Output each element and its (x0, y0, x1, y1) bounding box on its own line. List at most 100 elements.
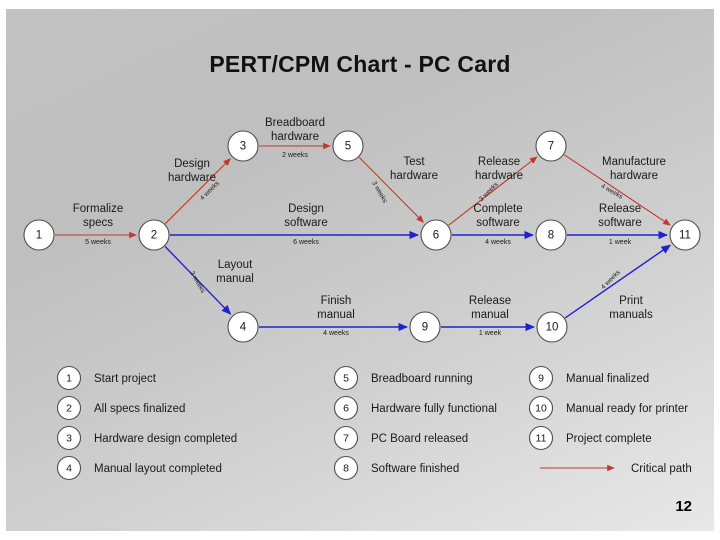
legend-node-text-2: All specs finalized (94, 403, 185, 415)
legend-node-number-3: 3 (66, 433, 72, 445)
node-circle-11 (669, 219, 701, 251)
node-label-6: 6 (433, 230, 439, 242)
edges-layer (55, 142, 672, 332)
node-6[interactable]: 6 (420, 219, 452, 251)
legend-node-number-6: 6 (343, 403, 349, 415)
legend-node-circle-6 (333, 395, 359, 421)
node-8[interactable]: 8 (535, 219, 567, 251)
edge-duration-9-10: 1 week (479, 330, 502, 337)
node-1[interactable]: 1 (23, 219, 55, 251)
legend-node-circle-9 (528, 365, 554, 391)
legend-node-number-1: 1 (66, 373, 72, 385)
legend-node-text-5: Breadboard running (371, 373, 473, 385)
edge-6-to-7 (448, 156, 538, 226)
edge-duration-6-7: 3 weeks (478, 181, 500, 203)
legend-node-text-9: Manual finalized (566, 373, 649, 385)
edge-duration-2-4: 3 weeks (188, 270, 206, 295)
legend-node-circle-10 (528, 395, 554, 421)
node-label-2: 2 (151, 230, 157, 242)
node-9[interactable]: 9 (409, 311, 441, 343)
legend-node-text-10: Manual ready for printer (566, 403, 688, 415)
legend-node-circle-3 (56, 425, 82, 451)
legend-node-text-6: Hardware fully functional (371, 403, 497, 415)
legend-item-6: 6 Hardware fully functional (333, 395, 497, 421)
legend-item-9: 9 Manual finalized (528, 365, 649, 391)
node-circle-7 (535, 130, 567, 162)
node-label-4: 4 (240, 322, 247, 334)
nodes-layer: 1 2 3 4 5 6 7 8 9 10 11 (23, 130, 701, 343)
node-label-8: 8 (548, 230, 554, 242)
edge-duration-4-9: 4 weeks (323, 330, 349, 337)
page-title: PERT/CPM Chart - PC Card (209, 51, 511, 77)
legend-node-circle-7 (333, 425, 359, 451)
node-label-10: 10 (546, 322, 559, 334)
edge-2-to-4 (164, 246, 232, 315)
node-2[interactable]: 2 (138, 219, 170, 251)
edge-duration-7-11: 4 weeks (600, 183, 625, 201)
legend-item-2: 2 All specs finalized (56, 395, 185, 421)
node-circle-1 (23, 219, 55, 251)
legend-node-circle-11 (528, 425, 554, 451)
legend-node-text-3: Hardware design completed (94, 433, 237, 445)
legend-node-circle-8 (333, 455, 359, 481)
legend-node-text-4: Manual layout completed (94, 463, 222, 475)
node-3[interactable]: 3 (227, 130, 259, 162)
legend-node-text-11: Project complete (566, 433, 652, 445)
legend-item-1: 1 Start project (56, 365, 157, 391)
legend-node-number-5: 5 (343, 373, 349, 385)
legend-critical-path: Critical path (540, 463, 692, 475)
node-label-9: 9 (422, 322, 428, 334)
node-10[interactable]: 10 (536, 311, 568, 343)
legend-node-number-11: 11 (536, 433, 547, 445)
legend-node-number-4: 4 (66, 463, 72, 475)
edge-10-to-11 (564, 244, 672, 319)
legend-node-circle-4 (56, 455, 82, 481)
legend-node-number-9: 9 (538, 373, 544, 385)
edge-duration-6-8: 4 weeks (485, 239, 511, 246)
node-7[interactable]: 7 (535, 130, 567, 162)
node-label-5: 5 (345, 141, 351, 153)
node-circle-6 (420, 219, 452, 251)
node-4[interactable]: 4 (227, 311, 259, 343)
legend-node-number-2: 2 (66, 403, 72, 415)
legend-item-5: 5 Breadboard running (333, 365, 473, 391)
edge-duration-8-11: 1 week (609, 239, 632, 246)
legend-node-number-8: 8 (343, 463, 349, 475)
node-circle-4 (227, 311, 259, 343)
node-circle-3 (227, 130, 259, 162)
legend-node-circle-2 (56, 395, 82, 421)
legend-node-circle-1 (56, 365, 82, 391)
node-circle-2 (138, 219, 170, 251)
legend-item-11: 11 Project complete (528, 425, 652, 451)
legend-layer: 1 Start project 2 All specs finalized 3 Hardw… (56, 365, 692, 481)
legend-item-3: 3 Hardware design completed (56, 425, 237, 451)
legend-node-text-1: Start project (94, 373, 157, 385)
node-5[interactable]: 5 (332, 130, 364, 162)
legend-critical-path-label: Critical path (631, 463, 692, 475)
legend-node-text-7: PC Board released (371, 433, 468, 445)
edge-duration-1-2: 5 weeks (85, 239, 111, 246)
edge-duration-2-6: 6 weeks (293, 239, 319, 246)
legend-node-number-10: 10 (535, 403, 547, 415)
node-11[interactable]: 11 (669, 219, 701, 251)
node-label-11: 11 (679, 230, 691, 242)
node-label-7: 7 (548, 141, 554, 153)
edge-5-to-6 (358, 156, 424, 223)
page-number: 12 (675, 498, 692, 515)
node-circle-8 (535, 219, 567, 251)
